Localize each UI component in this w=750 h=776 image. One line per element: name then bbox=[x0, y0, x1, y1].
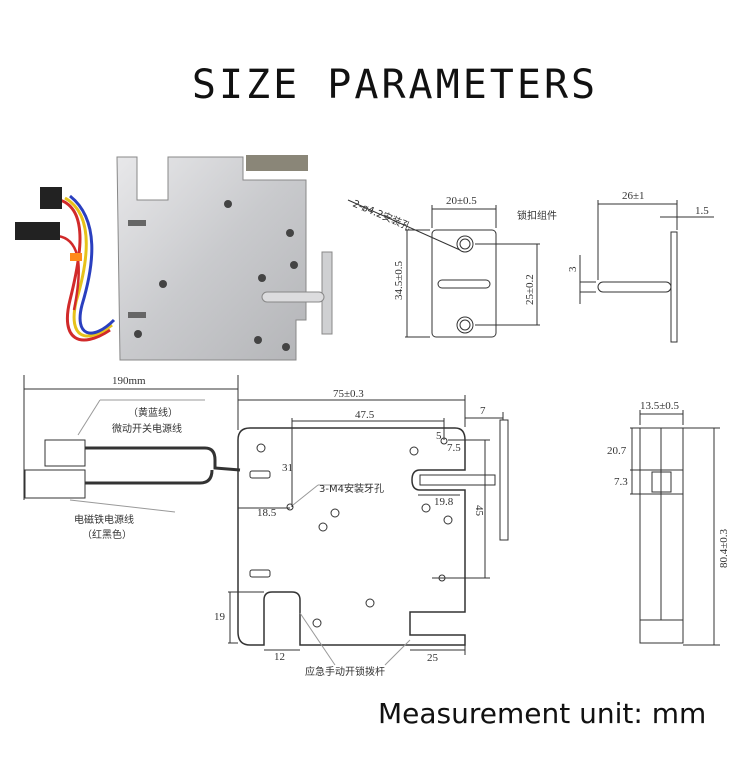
lock-photo bbox=[15, 155, 333, 361]
bolt-offset-label: 7 bbox=[480, 405, 486, 417]
measurement-unit-note: Measurement unit: mm bbox=[378, 697, 707, 730]
hole-top-y-label: 7.5 bbox=[447, 442, 461, 454]
strike-plate-drawing bbox=[347, 199, 540, 338]
hole-span-label: 47.5 bbox=[355, 409, 375, 421]
component-label: 锁扣组件 bbox=[517, 209, 557, 222]
hole-label: 2-ø4.2安装孔 bbox=[351, 197, 413, 233]
lever-height-label: 19 bbox=[214, 611, 226, 623]
strike-side-drawing bbox=[579, 200, 714, 343]
height-label: 80.4±0.3 bbox=[718, 528, 730, 568]
front-view-drawing bbox=[23, 375, 509, 666]
switch-wire-label: 微动开关电源线 bbox=[112, 422, 182, 435]
depth-label: 13.5±0.5 bbox=[640, 400, 680, 412]
cable-length-label: 190mm bbox=[112, 375, 146, 387]
window-height-label: 7.3 bbox=[614, 476, 628, 488]
hole-left-x-label: 18.5 bbox=[257, 507, 277, 519]
lever-label: 应急手动开锁拨杆 bbox=[305, 665, 385, 678]
strike-width-label: 20±0.5 bbox=[446, 195, 477, 207]
bolt-notch-label: 19.8 bbox=[434, 496, 454, 508]
switch-wire-color-label: （黄蓝线） bbox=[128, 406, 178, 419]
mount-hole-label: 3-M4安装牙孔 bbox=[319, 482, 384, 495]
pin-dia-label: 3 bbox=[567, 266, 579, 272]
hole-spacing-label: 25±0.2 bbox=[524, 274, 536, 305]
top-to-window-label: 20.7 bbox=[607, 445, 627, 457]
strike-thickness-label: 1.5 bbox=[695, 205, 709, 217]
hole-y-label: 31 bbox=[282, 462, 293, 474]
magnet-wire-color-label: （红黑色） bbox=[82, 528, 132, 541]
hole-top-x-label: 5 bbox=[436, 430, 442, 442]
side-view-drawing bbox=[630, 410, 720, 646]
width-label: 75±0.3 bbox=[333, 388, 364, 400]
strike-length-label: 26±1 bbox=[622, 190, 645, 202]
page-title: SIZE PARAMETERS bbox=[191, 62, 599, 108]
strike-height-label: 34.5±0.5 bbox=[393, 260, 405, 300]
lever-offset-label: 25 bbox=[427, 652, 439, 664]
magnet-wire-label: 电磁铁电源线 bbox=[74, 513, 134, 526]
lever-width-label: 12 bbox=[274, 651, 285, 663]
bolt-height-label: 45 bbox=[473, 505, 485, 517]
